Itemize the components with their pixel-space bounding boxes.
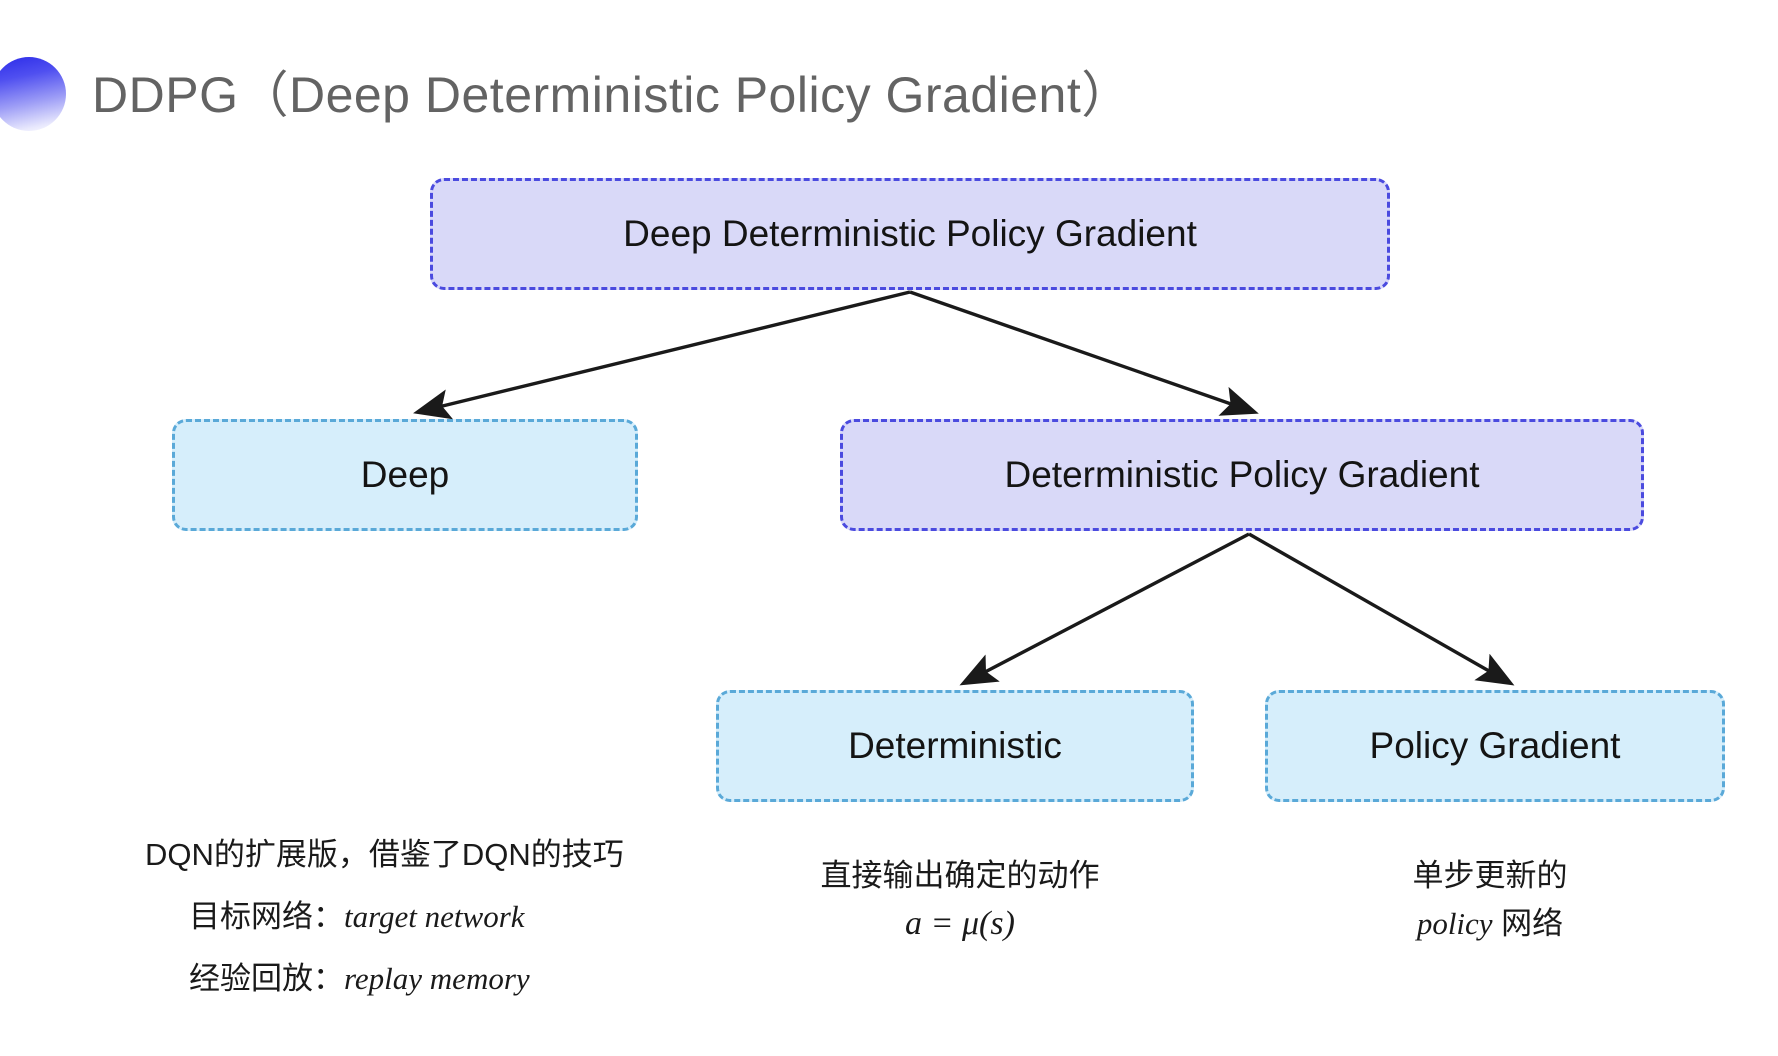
node-deterministic[interactable]: Deterministic	[716, 690, 1194, 802]
edge-dpg-to-deterministic	[959, 532, 1250, 686]
caption-policy-gradient-line-1: 单步更新的	[1412, 858, 1568, 893]
caption-deep-line-3: 经验回放：replay memory	[145, 948, 624, 1010]
node-label: Deterministic	[848, 725, 1062, 766]
node-label: Deep Deterministic Policy Gradient	[623, 213, 1197, 254]
node-deterministic-policy-gradient[interactable]: Deterministic Policy Gradient	[840, 419, 1644, 531]
caption-policy-gradient: 单步更新的 policy 网络	[1360, 852, 1620, 948]
caption-deep-line-3-value: replay memory	[344, 961, 530, 996]
node-label: Deep	[360, 454, 450, 495]
caption-deep-line-2-value: target network	[344, 899, 525, 934]
edge-dpg-to-policygradient	[1248, 532, 1515, 686]
node-policy-gradient[interactable]: Policy Gradient	[1265, 690, 1725, 802]
caption-policy-gradient-line-2: policy 网络	[1360, 900, 1620, 948]
caption-deep-line-3-label: 经验回放：	[189, 961, 344, 996]
caption-deterministic-line-1: 直接输出确定的动作	[820, 858, 1100, 893]
edge-root-to-deep	[413, 290, 911, 420]
caption-deep-line-1: DQN的扩展版，借鉴了DQN的技巧	[145, 837, 624, 872]
gradient-circle-bullet-icon	[0, 57, 66, 131]
node-label: Deterministic Policy Gradient	[1004, 454, 1480, 495]
caption-deterministic: 直接输出确定的动作 a = μ(s)	[790, 852, 1130, 948]
caption-policy-gradient-suffix: 网络	[1492, 906, 1564, 941]
node-deep[interactable]: Deep	[172, 419, 638, 531]
page-title: DDPG（Deep Deterministic Policy Gradient）	[92, 67, 1132, 123]
edge-root-to-dpg	[909, 290, 1259, 416]
caption-deep: DQN的扩展版，借鉴了DQN的技巧 目标网络：target network 经验…	[145, 824, 624, 1010]
caption-deep-line-2-label: 目标网络：	[189, 899, 344, 934]
node-label: Policy Gradient	[1369, 725, 1621, 766]
caption-deterministic-formula: a = μ(s)	[905, 905, 1015, 942]
caption-policy-gradient-term: policy	[1416, 906, 1493, 941]
node-deep-deterministic-policy-gradient[interactable]: Deep Deterministic Policy Gradient	[430, 178, 1390, 290]
caption-deep-line-2: 目标网络：target network	[145, 886, 624, 948]
